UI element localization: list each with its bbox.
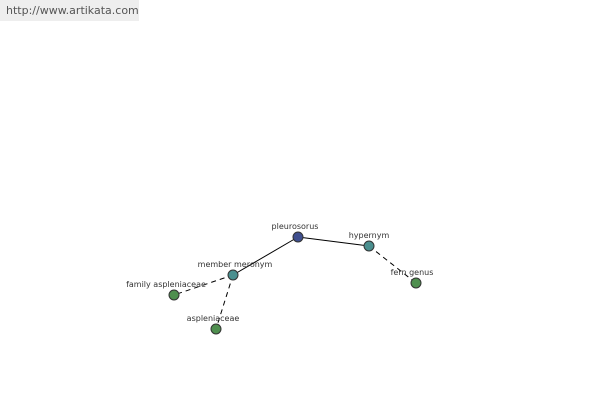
node-aspleniaceae[interactable]: aspleniaceae bbox=[187, 314, 240, 335]
node-pleurosorus[interactable]: pleurosorus bbox=[272, 222, 319, 243]
watermark: http://www.artikata.com bbox=[0, 0, 139, 21]
watermark-text: http://www.artikata.com bbox=[6, 4, 139, 17]
node-pleurosorus-label: pleurosorus bbox=[272, 222, 319, 231]
node-fern-genus-marker bbox=[410, 277, 422, 289]
node-family-aspleniaceae-marker bbox=[168, 289, 180, 301]
edge-hypernym-fern-genus bbox=[368, 245, 417, 284]
edge-root-member-meronym bbox=[232, 236, 299, 276]
node-member-meronym-label: member meronym bbox=[198, 260, 273, 269]
node-pleurosorus-marker bbox=[292, 231, 304, 243]
edge-member-meronym-aspleniaceae bbox=[215, 274, 234, 330]
node-member-meronym-marker bbox=[227, 269, 239, 281]
node-fern-genus[interactable]: fern genus bbox=[391, 268, 434, 289]
node-member-meronym[interactable]: member meronym bbox=[198, 260, 273, 281]
node-hypernym-marker bbox=[363, 240, 375, 252]
edge-root-hypernym bbox=[297, 236, 370, 247]
edge-member-meronym-family bbox=[173, 274, 234, 296]
node-hypernym-label: hypernym bbox=[349, 231, 390, 240]
node-aspleniaceae-marker bbox=[210, 323, 222, 335]
node-family-aspleniaceae-label: family aspleniaceae bbox=[126, 280, 206, 289]
node-family-aspleniaceae[interactable]: family aspleniaceae bbox=[126, 280, 206, 301]
node-hypernym[interactable]: hypernym bbox=[349, 231, 390, 252]
node-aspleniaceae-label: aspleniaceae bbox=[187, 314, 240, 323]
node-fern-genus-label: fern genus bbox=[391, 268, 434, 277]
